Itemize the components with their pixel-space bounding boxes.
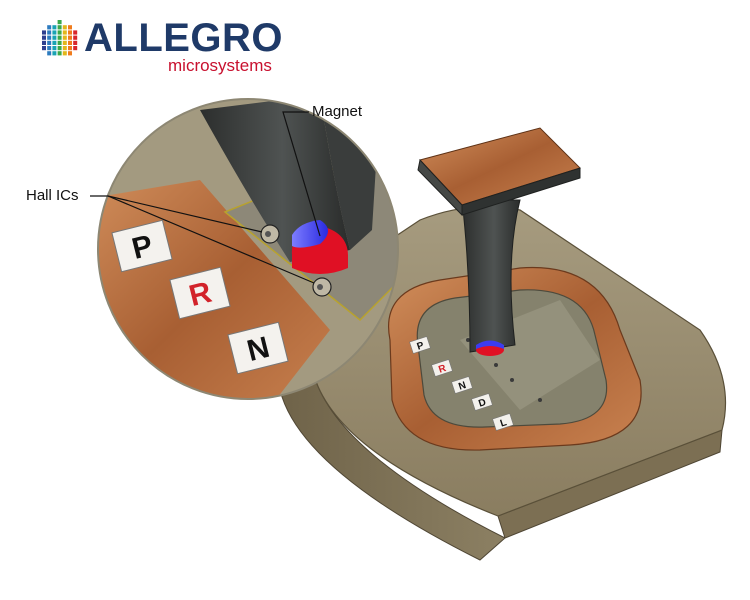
zoom-detail: PRN bbox=[97, 98, 399, 400]
lever-shaft bbox=[461, 199, 521, 353]
shifter-gear-letter: L bbox=[499, 417, 508, 429]
magnet-north bbox=[476, 340, 504, 349]
hall-ics-label: Hall ICs bbox=[26, 187, 79, 204]
zoom-gear-tile-p: P bbox=[111, 219, 173, 273]
magnet bbox=[476, 344, 504, 356]
shifter-gear-tile-d: D bbox=[471, 393, 493, 411]
zoom-magnet-north bbox=[292, 220, 328, 248]
zoom-gear-labels: PRN bbox=[111, 219, 289, 375]
zoom-gear-tile-r: R bbox=[169, 266, 231, 320]
hall-ic-dot bbox=[510, 378, 514, 382]
shifter-gear-tile-n: N bbox=[451, 376, 473, 394]
brand-tagline: microsystems bbox=[168, 56, 272, 75]
hall-ic-2-chip bbox=[317, 284, 323, 290]
shifter-gear-tile-r: R bbox=[431, 359, 453, 377]
shifter-gear-tile-p: P bbox=[409, 336, 431, 354]
shifter-gear-letter: R bbox=[437, 363, 448, 376]
zoom-lever-shaft bbox=[200, 99, 350, 262]
hall-ic-1-chip bbox=[265, 231, 271, 237]
shifter-gear-letter: N bbox=[457, 380, 467, 393]
brand-logo: ALLEGRO microsystems bbox=[40, 14, 300, 76]
shifter-gear-letter: D bbox=[477, 397, 487, 410]
shifter-gear-tile-l: L bbox=[492, 413, 514, 431]
magnet-label: Magnet bbox=[312, 103, 363, 120]
callout-lines bbox=[90, 111, 321, 284]
logo-mark bbox=[39, 17, 81, 59]
magnet-leader bbox=[282, 111, 321, 237]
shifter-gear-letter: P bbox=[416, 340, 426, 353]
handle-front bbox=[461, 167, 581, 216]
hall-ic-dot bbox=[466, 338, 470, 342]
hall-ics-leader-2 bbox=[107, 195, 315, 284]
hall-ic-dot bbox=[494, 363, 498, 367]
zoom-gear-tile-n: N bbox=[227, 321, 289, 375]
shift-lever bbox=[417, 127, 581, 356]
brand-name: ALLEGRO bbox=[84, 16, 284, 60]
hall-ic-dot bbox=[538, 398, 542, 402]
